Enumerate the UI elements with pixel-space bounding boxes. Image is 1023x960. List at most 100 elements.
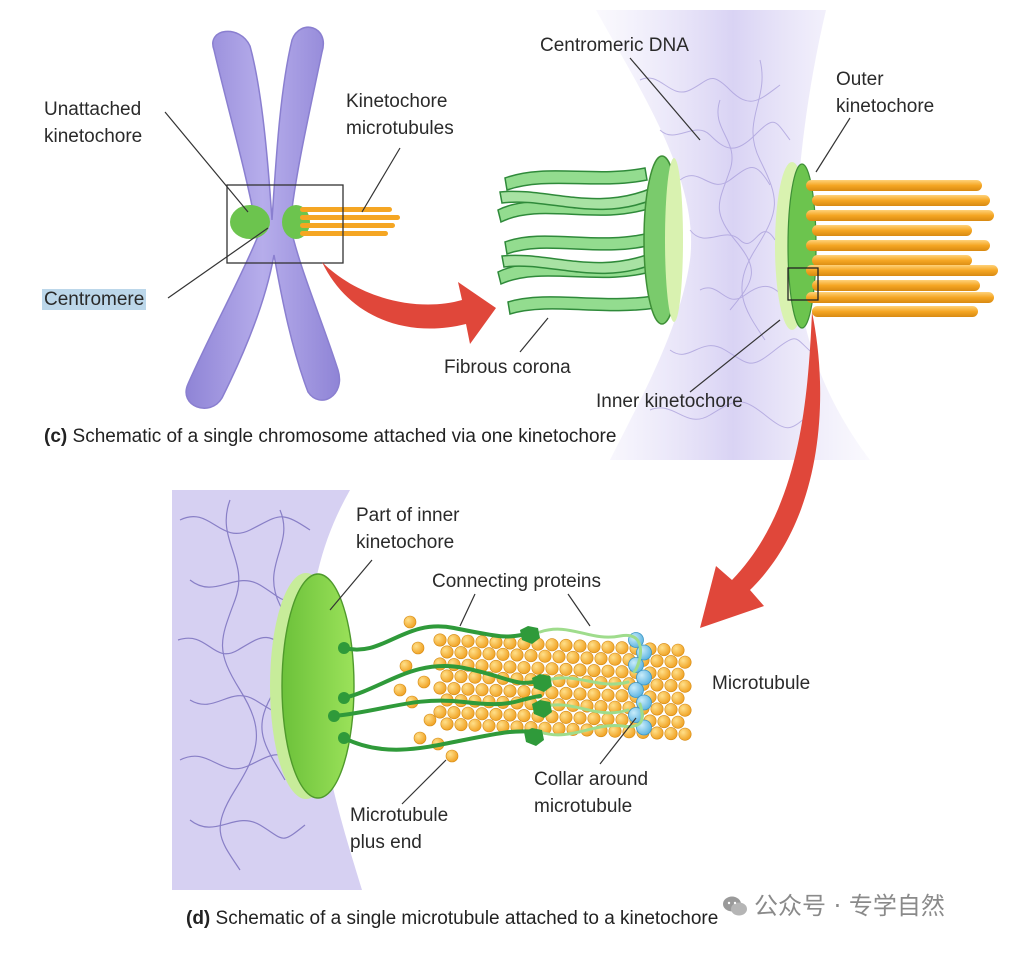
tubulin-bead [489,707,503,721]
tubulin-bead [454,718,468,732]
tubulin-bead [538,649,552,663]
caption-c: (c) Schematic of a single chromosome att… [44,426,616,448]
label-outer-kinetochore: Outer kinetochore [836,69,935,117]
tubulin-bead [671,643,685,657]
tubulin-bead [454,646,468,660]
collar-bead [628,682,644,698]
tubulin-bead [545,638,559,652]
tubulin-bead [678,679,692,693]
leader-lines-c-left [164,111,401,299]
tubulin-bead [433,681,447,695]
tubulin-bead [433,633,447,647]
tubulin-bead [440,717,454,731]
tubulin-bead [615,689,629,703]
collar-fibers [538,627,644,737]
zoom-box [226,184,344,264]
tubulin-bead [503,708,517,722]
leader-lines-c-right [519,57,851,393]
tubulin-bead [545,662,559,676]
tubulin-bead [587,664,601,678]
tubulin-bead [417,675,431,689]
tubulin-bead [503,636,517,650]
tubulin-bead [671,667,685,681]
label-microtubule-plus-end: Microtubule plus end [350,805,449,853]
tubulin-bead [517,709,531,723]
tubulin-bead [678,655,692,669]
watermark-text: 公众号 · 专学自然 [754,892,945,920]
wechat-icon [722,895,748,917]
tubulin-bead [650,702,664,716]
tubulin-bead [552,650,566,664]
tubulin-bead [559,686,573,700]
tubulin-bead [447,634,461,648]
tubulin-bead [650,678,664,692]
tubulin-bead [440,645,454,659]
caption-c-tag: (c) [44,426,68,447]
tubulin-bead [517,685,531,699]
tubulin-bead [664,655,678,669]
tubulin-bead [657,715,671,729]
tubulin-bead [454,670,468,684]
tubulin-bead [403,615,417,629]
small-microtubules [300,207,400,236]
label-part-of-inner-kinetochore: Part of inner kinetochore [356,505,460,553]
tubulin-bead [531,661,545,675]
label-collar-around-microtubule: Collar around microtubule [534,769,649,817]
label-fibrous-corona: Fibrous corona [444,357,571,378]
centromeric-dna-region [596,10,870,460]
dna-strands [639,59,816,429]
left-kinetochore-rim [665,158,683,322]
tubulin-bead [482,647,496,661]
tubulin-bead [601,688,615,702]
tubulin-bead [671,691,685,705]
tubulin-bead [510,648,524,662]
attached-kinetochore-shape [282,205,310,239]
centromere-highlight: Centromere [42,289,147,310]
tubulin-bead [573,663,587,677]
tubulin-bead [573,639,587,653]
tubulin-bead [615,665,629,679]
caption-d-text: Schematic of a single microtubule attach… [215,908,719,929]
label-inner-kinetochore: Inner kinetochore [596,391,743,412]
label-centromere: Centromere [42,286,147,313]
label-kinetochore-microtubules: Kinetochore microtubules [346,91,454,139]
tubulin-bead [393,683,407,697]
tubulin-bead [489,659,503,673]
tubulin-bead [545,686,559,700]
tubulin-bead [664,727,678,741]
tubulin-bead [650,726,664,740]
tubulin-bead [440,669,454,683]
tubulin-bead [475,683,489,697]
tubulin-bead [475,707,489,721]
tubulin-bead [503,660,517,674]
watermark: 公众号 · 专学自然 [722,886,945,921]
tubulin-bead [678,727,692,741]
tubulin-bead [447,682,461,696]
zoom-box-detail [787,267,819,301]
tubulin-bead [573,711,587,725]
caption-d-tag: (d) [186,908,211,929]
tubulin-bead [461,706,475,720]
connecting-protein-fibers [332,624,544,752]
tubulin-bead [608,652,622,666]
zoom-arrow-d [700,312,821,628]
tubulin-bead [678,703,692,717]
tubulin-bead [587,688,601,702]
label-connecting-proteins: Connecting proteins [432,571,601,592]
tubulin-bead [657,667,671,681]
tubulin-bead [664,679,678,693]
tubulin-bead [650,654,664,668]
tubulin-bead [566,650,580,664]
caption-c-text: Schematic of a single chromosome attache… [72,426,617,447]
tubulin-bead [482,719,496,733]
fibrous-corona-strands [497,167,658,315]
tubulin-bead [445,749,459,763]
inner-kinetochore-disc [281,573,355,799]
tubulin-bead [413,731,427,745]
tubulin-bead [468,646,482,660]
tubulin-bead [594,652,608,666]
label-unattached-kinetochore: Unattached kinetochore [44,99,143,147]
tubulin-bead [664,703,678,717]
tubulin-bead [601,664,615,678]
